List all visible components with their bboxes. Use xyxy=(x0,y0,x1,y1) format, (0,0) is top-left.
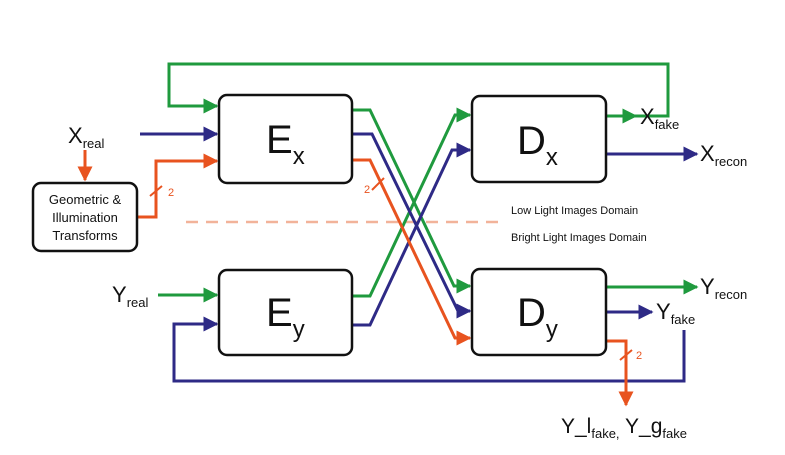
decoder-y-label: D xyxy=(517,291,546,335)
decoder-x-subscript: x xyxy=(546,144,558,171)
svg-text:Ex: Ex xyxy=(266,118,305,170)
decoder-y-subscript: y xyxy=(546,316,558,343)
transform-line-2: Illumination xyxy=(52,210,118,225)
encoder-x-label: E xyxy=(266,118,293,162)
y-real-label: Yreal xyxy=(112,282,148,310)
lower-domain-label: Bright Light Images Domain xyxy=(511,232,647,244)
ex-to-dy-green xyxy=(352,108,472,294)
dy-out-tick xyxy=(619,349,633,361)
svg-text:Ey: Ey xyxy=(266,291,305,343)
dy-lg-output-arrow xyxy=(606,339,634,407)
ex-to-dy-orange xyxy=(352,158,472,346)
x-real-label: Xreal xyxy=(68,123,104,151)
encoder-y-label: E xyxy=(266,291,293,335)
y-fake-label: Yfake xyxy=(656,299,695,327)
x-recon-label: Xrecon xyxy=(700,141,747,169)
xfake-feedback-path xyxy=(167,62,670,118)
transform-out-count: 2 xyxy=(168,187,174,199)
ex-out-tick xyxy=(371,177,385,191)
transform-out-tick xyxy=(149,185,163,197)
encoder-y-block: Ey xyxy=(217,268,354,357)
ex-to-dy-navy xyxy=(352,132,472,319)
x-fake-label: Xfake xyxy=(640,104,679,132)
transform-box: Geometric & Illumination Transforms xyxy=(31,181,139,253)
encoder-y-subscript: y xyxy=(293,316,305,343)
svg-text:Dy: Dy xyxy=(517,291,558,343)
transform-line-3: Transforms xyxy=(52,228,118,243)
ex-out-count: 2 xyxy=(364,184,370,196)
transform-to-ex-arrow xyxy=(137,153,219,219)
decoder-x-block: Dx xyxy=(470,94,608,184)
encoder-x-block: Ex xyxy=(217,93,354,185)
upper-domain-label: Low Light Images Domain xyxy=(511,205,638,217)
ey-to-dx-navy xyxy=(352,142,472,327)
transform-line-1: Geometric & xyxy=(49,192,122,207)
decoder-x-label: D xyxy=(517,119,546,163)
ey-to-dx-green xyxy=(352,107,472,298)
y-recon-label: Yrecon xyxy=(700,274,747,302)
encoder-x-subscript: x xyxy=(293,143,305,170)
decoder-y-block: Dy xyxy=(470,267,608,357)
yfake-feedback-path xyxy=(172,316,686,383)
svg-text:Dx: Dx xyxy=(517,119,558,171)
dy-out-count: 2 xyxy=(636,350,642,362)
y-lg-fake-label: Y_lfake, Y_gfake xyxy=(561,415,687,441)
